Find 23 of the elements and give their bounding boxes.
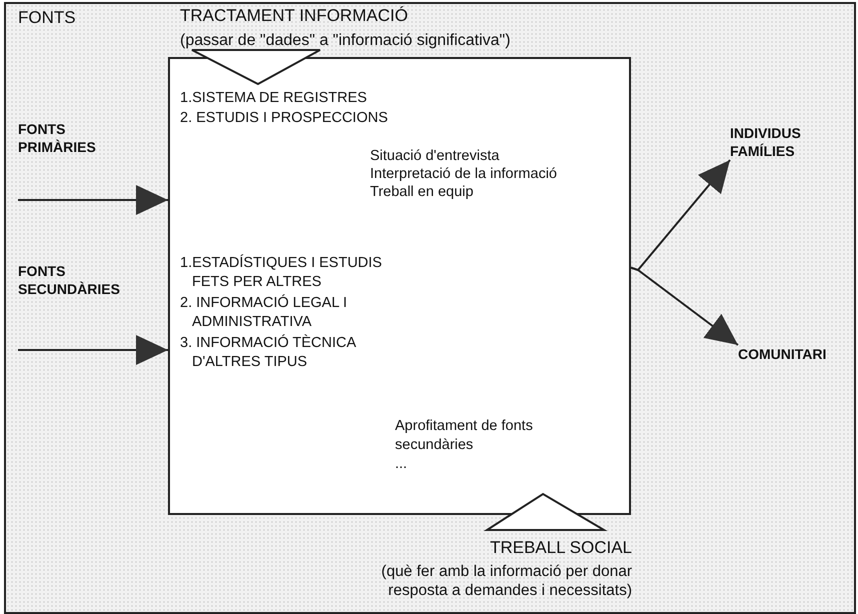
text-line: Aprofitament de fonts secundàries xyxy=(395,417,534,455)
text-line: Interpretació de la informació xyxy=(370,165,558,184)
source-label: FONTS PRIMÀRIES xyxy=(18,120,97,156)
text-line: 1.ESTADÍSTIQUES I ESTUDIS FETS PER ALTRES xyxy=(180,254,383,292)
source-label: FONTS SECUNDÀRIES xyxy=(18,262,121,298)
heading: TRACTAMENT INFORMACIÓ xyxy=(180,6,408,26)
target-label: INDIVIDUS FAMÍLIES xyxy=(730,124,830,160)
process-box xyxy=(168,57,631,515)
heading: FONTS xyxy=(18,8,76,28)
text-line: 3. INFORMACIÓ TÈCNICA D'ALTRES TIPUS xyxy=(180,334,357,372)
text-line: ... xyxy=(395,455,408,474)
text-line: 2. ESTUDIS I PROSPECCIONS xyxy=(180,109,389,128)
arrow xyxy=(630,266,739,346)
text-line: Treball en equip xyxy=(370,183,474,202)
text-line: 1.SISTEMA DE REGISTRES xyxy=(180,89,368,108)
subheading: (què fer amb la informació per donar resposta a demandes i necessitats) xyxy=(380,563,632,600)
target-label: COMUNITARI xyxy=(738,345,858,363)
heading: TREBALL SOCIAL xyxy=(490,538,632,558)
subheading: (passar de "dades" a "informació significativa") xyxy=(180,31,510,50)
arrow xyxy=(18,335,168,365)
text-line: Situació d'entrevista xyxy=(370,147,500,166)
arrow xyxy=(18,185,168,215)
text-line: 2. INFORMACIÓ LEGAL I ADMINISTRATIVA xyxy=(180,294,348,332)
